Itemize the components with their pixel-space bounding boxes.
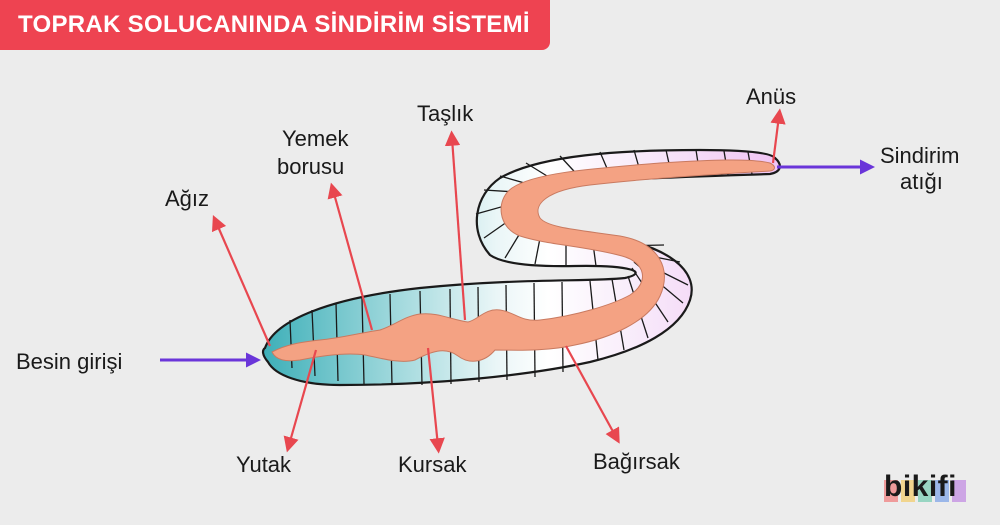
arrow-anus	[770, 108, 786, 164]
label-besin-girisi: Besin girişi	[16, 349, 122, 374]
arrow-yutak	[283, 349, 318, 453]
brand-name: bikifi	[884, 470, 958, 503]
label-kursak: Kursak	[398, 452, 467, 477]
label-anus: Anüs	[746, 84, 796, 109]
arrow-taslik	[444, 130, 467, 321]
title-banner: TOPRAK SOLUCANINDA SİNDİRİM SİSTEMİ	[0, 0, 550, 50]
arrow-yemek-borusu	[327, 182, 374, 331]
arrow-bagirsak	[565, 345, 620, 444]
pointer-arrows	[212, 108, 786, 454]
bikifi-logo: bikifi	[884, 470, 966, 504]
label-bagirsak: Bağırsak	[593, 449, 681, 474]
label-yemek-borusu-1: Yemek	[282, 126, 349, 151]
flow-arrows	[160, 159, 875, 368]
arrow-kursak	[426, 347, 445, 454]
label-sindirim-atigi-2: atığı	[900, 169, 943, 194]
page-title: TOPRAK SOLUCANINDA SİNDİRİM SİSTEMİ	[18, 11, 530, 38]
digestive-tract	[271, 159, 775, 362]
label-yemek-borusu-2: borusu	[277, 154, 344, 179]
label-yutak: Yutak	[236, 452, 292, 477]
label-agiz: Ağız	[165, 186, 209, 211]
arrow-agiz	[212, 214, 272, 347]
label-taslik: Taşlık	[417, 101, 474, 126]
label-sindirim-atigi-1: Sindirim	[880, 143, 959, 168]
